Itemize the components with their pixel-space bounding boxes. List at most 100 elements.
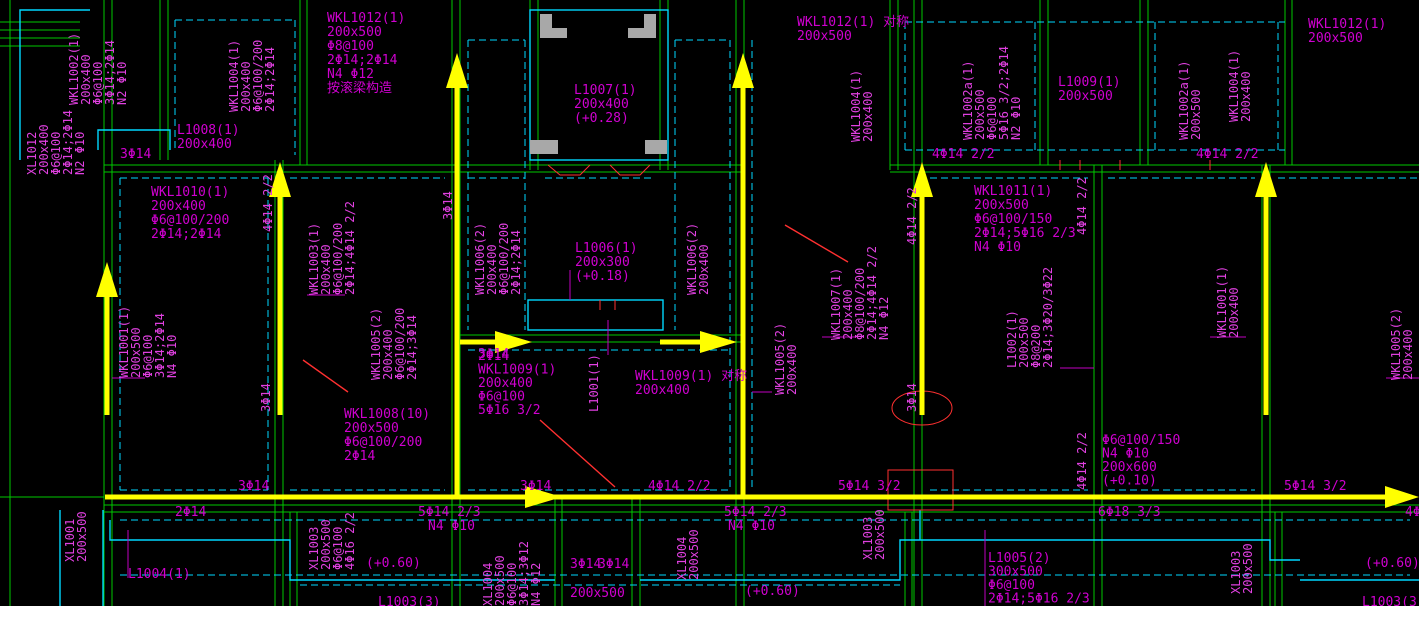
note-n2: 2Φ14	[175, 505, 206, 520]
vlabel-wkl1002-part-3: Φ6@100	[91, 62, 105, 105]
label-wkl1012-a-line-1: WKL1012(1)	[327, 11, 405, 26]
vlabel-xl1003-b-part-2: 200x500	[873, 509, 887, 560]
vlabel-l1002-part-4: 2Φ14;3Φ20/3Φ22	[1041, 267, 1055, 368]
vlabel-xl1003-a-part-3: Φ6@100	[331, 527, 345, 570]
vlabel-xl1003-a-part-4: 4Φ16 2/2	[343, 512, 357, 570]
vlabel-wkl1006-a-part-3: Φ6@100/200	[497, 223, 511, 295]
arrow-head-up-5	[911, 162, 933, 197]
vlabel-wkl1004-part-2: 200x400	[239, 61, 253, 112]
vlabel-v3phi14-part-1: 3Φ14	[259, 383, 273, 412]
vlabel-wkl1002a-a-part-1: WKL1002a(1)	[961, 61, 975, 140]
label-wkl1009-line-4: Φ6@100	[478, 390, 525, 405]
vlabel-v4phi14e-part-1: 4Φ14 2/2	[905, 187, 919, 245]
vlabel-wkl1007-part-3: Φ8@100/200	[853, 268, 867, 340]
label-l1008-line-1: L1008(1)	[177, 123, 240, 138]
label-wkl1010-line-1: WKL1010(1)	[151, 185, 229, 200]
vlabel-wkl1002-part-5: N2 Φ10	[115, 62, 129, 105]
label-wkl1012-a-line-2: 200x500	[327, 25, 382, 40]
vlabel-wkl1007-part-1: WKL1007(1)	[829, 268, 843, 340]
note-n13: 4Φ14 2/2	[1196, 147, 1259, 162]
vlabel-v3phi14b-part-1: 3Φ14	[441, 191, 455, 220]
vlabel-wkl1005-r-part-2: 200x400	[1401, 329, 1415, 380]
label-wkl1011-line-3: Φ6@100/150	[974, 212, 1052, 227]
note-n4: 3Φ14	[520, 479, 551, 494]
note-n17: 200x500	[570, 586, 625, 601]
label-l1005-line-1: L1005(2)	[988, 551, 1051, 566]
label-wkl1009-b-line-2: 200x400	[635, 383, 690, 398]
label-wkl1012-a-line-6: 按滚梁构造	[327, 80, 392, 96]
label-l1005-line-3: Φ6@100	[988, 578, 1035, 593]
label-stirrup-right-line-1: Φ6@100/150	[1102, 433, 1180, 448]
vlabel-xl1012-part-4: 2Φ14;2Φ14	[61, 110, 75, 175]
label-wkl1009-line-3: 200x400	[478, 376, 533, 391]
vlabel-wkl1004-part-3: Φ6@100/200	[251, 40, 265, 112]
note-n8: 6Φ18 3/3	[1098, 505, 1161, 520]
vlabel-v4phi14-part-1: 4Φ14 2/2	[261, 174, 275, 232]
label-l1007-line-1: L1007(1)	[574, 83, 637, 98]
note-n10: 3Φ14	[120, 147, 151, 162]
vlabel-wkl1002a-a-part-2: 200x500	[973, 89, 987, 140]
label-wkl1012-a-line-5: N4 Φ12	[327, 67, 374, 82]
red-marks	[547, 160, 1211, 511]
vlabel-l1002-part-3: Φ8@200	[1029, 325, 1043, 368]
vlabel-wkl1005-m-part-2: 200x400	[785, 344, 799, 395]
vlabel-wkl1004-r2-part-2: 200x400	[1239, 71, 1253, 122]
vlabel-wkl1007-part-2: 200x400	[841, 289, 855, 340]
label-l1009-line-1: L1009(1)	[1058, 75, 1121, 90]
label-wkl1009-b-line-1: WKL1009(1) 对称	[635, 369, 747, 384]
label-wkl1008-line-1: WKL1008(10)	[344, 407, 430, 422]
vlabel-wkl1002a-a-part-3: Φ6@100	[985, 97, 999, 140]
note-n18: (+0.60)	[745, 584, 800, 599]
label-stirrup-right-line-2: N4 Φ10	[1102, 447, 1149, 462]
note-n11: 3Φ14	[478, 347, 509, 362]
label-wkl1010-line-2: 200x400	[151, 199, 206, 214]
vlabel-xl1001-part-1: XL1001	[63, 519, 77, 562]
note-n16: (+0.60)	[1365, 556, 1419, 571]
label-wkl1010-line-4: 2Φ14;2Φ14	[151, 227, 222, 242]
vlabel-xl1001-part-2: 200x500	[75, 511, 89, 562]
vlabel-v4phi14c-part-1: 4Φ14 2/2	[1075, 177, 1089, 235]
label-wkl1012-b-line-1: WKL1012(1) 对称	[797, 15, 909, 30]
note-n1: 3Φ14	[238, 479, 269, 494]
vlabel-xl1003-b-part-1: XL1003	[861, 517, 875, 560]
note-n5: 4Φ14 2/2	[648, 479, 711, 494]
note-n6: 5Φ14 2/3	[724, 505, 787, 520]
arrow-head-right-2	[700, 331, 737, 353]
arrow-head-up-4	[732, 53, 754, 88]
vlabel-xl1003-c-part-1: XL1003	[1229, 551, 1243, 594]
vlabel-wkl1001-l-part-2: 200x500	[129, 327, 143, 378]
vlabel-l1002-part-1: L1002(1)	[1005, 310, 1019, 368]
vlabel-xl1004-a-part-3: Φ6@100	[505, 563, 519, 606]
arrow-head-up-2	[269, 162, 291, 197]
vlabel-xl1004-a-part-4: 3Φ14;3Φ12	[517, 541, 531, 606]
note-n19: L1004(1)	[128, 567, 191, 582]
label-wkl1011-line-2: 200x500	[974, 198, 1029, 213]
note-n6b: N4 Φ10	[728, 519, 775, 534]
note-n3: 5Φ14 2/3	[418, 505, 481, 520]
note-n3b: N4 Φ10	[428, 519, 475, 534]
vlabel-xl1004-a-part-2: 200x500	[493, 555, 507, 606]
vlabel-wkl1004-r-part-2: 200x400	[861, 91, 875, 142]
vlabel-wkl1002a-a-part-5: N2 Φ10	[1009, 97, 1023, 140]
vlabel-wkl1003-part-4: 2Φ14;4Φ14 2/2	[343, 201, 357, 295]
vlabel-wkl1001-l-part-3: Φ6@100	[141, 335, 155, 378]
vlabel-wkl1005-r-part-1: WKL1005(2)	[1389, 308, 1403, 380]
label-wkl1008-line-3: Φ6@100/200	[344, 435, 422, 450]
vlabel-wkl1007-part-5: N4 Φ12	[877, 297, 891, 340]
label-wkl1008-line-4: 2Φ14	[344, 449, 375, 464]
vlabel-wkl1004-part-1: WKL1004(1)	[227, 40, 241, 112]
vlabel-v3phi14d-part-1: 3Φ14	[905, 383, 919, 412]
vlabel-wkl1001-l-part-4: 3Φ14;2Φ14	[153, 313, 167, 378]
vlabel-xl1004-b-part-1: XL1004	[675, 537, 689, 580]
flow-arrow-lines	[104, 80, 1395, 500]
vlabel-wkl1005-l-part-2: 200x400	[381, 329, 395, 380]
vlabel-xl1004-a-part-1: XL1004	[481, 563, 495, 606]
note-n15: (+0.60)	[366, 556, 421, 571]
label-wkl1011-line-5: N4 Φ10	[974, 240, 1021, 255]
vlabel-xl1004-b-part-2: 200x500	[687, 529, 701, 580]
vlabel-xl1012-part-2: 200x400	[37, 124, 51, 175]
